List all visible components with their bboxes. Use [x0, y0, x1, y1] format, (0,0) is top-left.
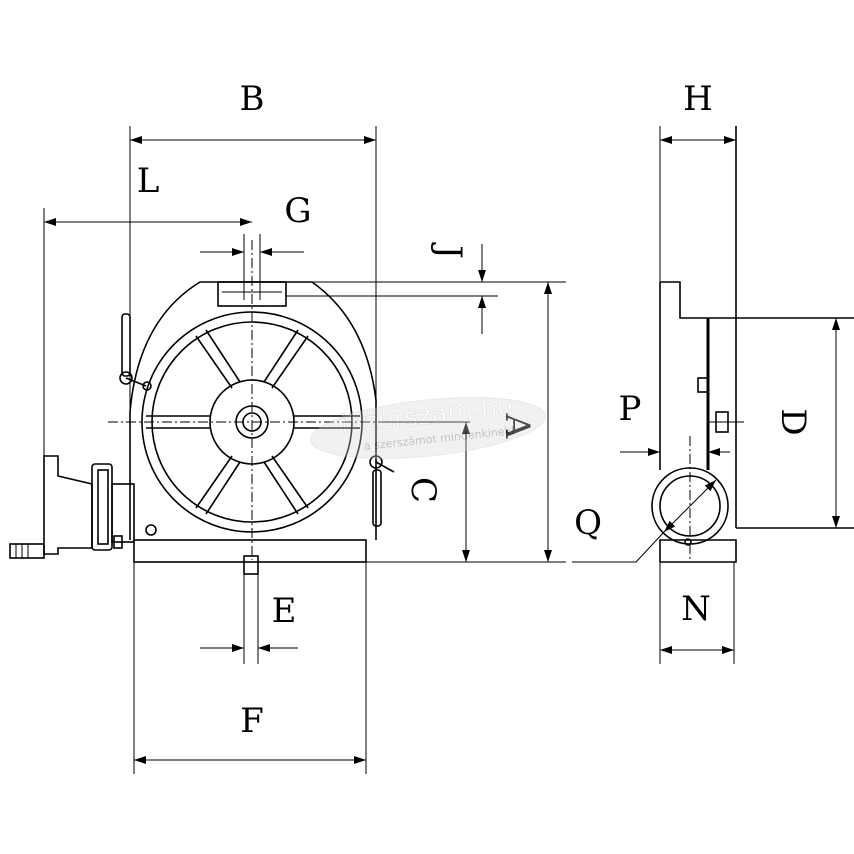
base-plate: [133, 539, 367, 563]
watermark-logo: iSzerszam.hu a szerszámot mindenkinek!: [310, 392, 546, 459]
label-g: G: [284, 191, 311, 231]
right-lever: [369, 455, 395, 527]
label-h: H: [683, 79, 713, 119]
label-a: A: [497, 413, 537, 439]
housing-outline: [129, 281, 377, 540]
dimension-labels: B L G J A C E F H P D Q N: [137, 79, 813, 741]
small-hole: [145, 524, 157, 536]
side-top-step: [660, 281, 854, 319]
dim-q-leader: [572, 531, 665, 563]
label-d: D: [773, 408, 813, 435]
label-b: B: [240, 79, 265, 119]
label-f: F: [240, 701, 264, 741]
t-slots: [146, 329, 360, 515]
label-q: Q: [574, 503, 602, 543]
worm-housing: [9, 455, 135, 559]
label-c: C: [403, 477, 443, 503]
label-l: L: [137, 161, 160, 201]
side-base: [659, 539, 737, 563]
side-view: [572, 126, 854, 664]
label-e: E: [272, 591, 297, 631]
label-p: P: [619, 389, 642, 429]
dim-q: [663, 479, 717, 533]
side-stud: [697, 377, 709, 393]
front-view: [9, 126, 566, 774]
label-j: J: [429, 242, 469, 259]
label-n: N: [681, 589, 711, 629]
